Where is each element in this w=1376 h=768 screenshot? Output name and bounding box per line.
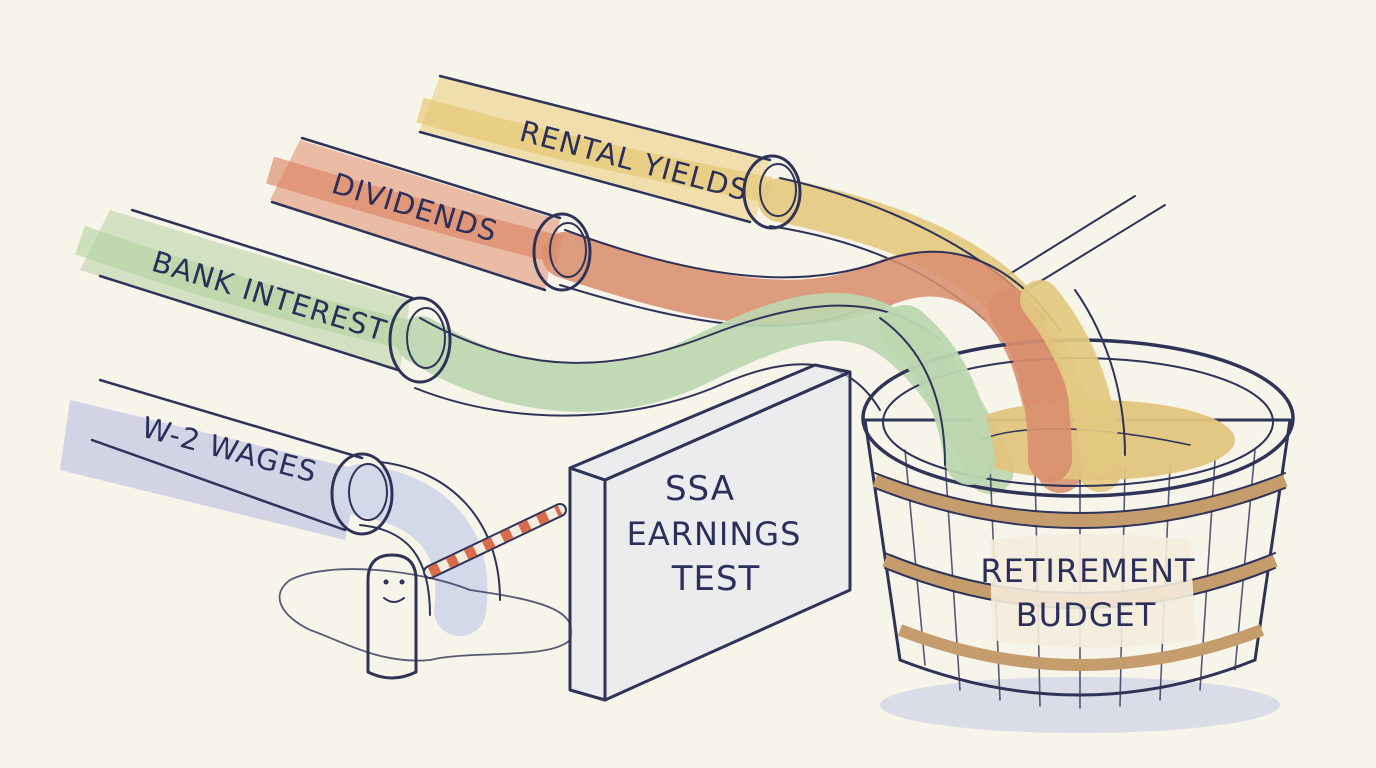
ssa-earnings-test-block: SSA EARNINGS TEST — [568, 363, 852, 702]
basket-line-retirement: RETIREMENT — [980, 552, 1195, 590]
retirement-budget-basket: RETIREMENT BUDGET — [861, 338, 1295, 733]
streams-into-basket — [879, 280, 1126, 485]
block-line-earnings: EARNINGS — [627, 515, 802, 553]
w2-wages-pipe: W-2 WAGES — [60, 378, 501, 636]
block-line-ssa: SSA — [665, 469, 735, 509]
toll-gate — [366, 503, 567, 680]
block-line-test: TEST — [671, 559, 761, 599]
basket-line-budget: BUDGET — [1016, 596, 1157, 634]
